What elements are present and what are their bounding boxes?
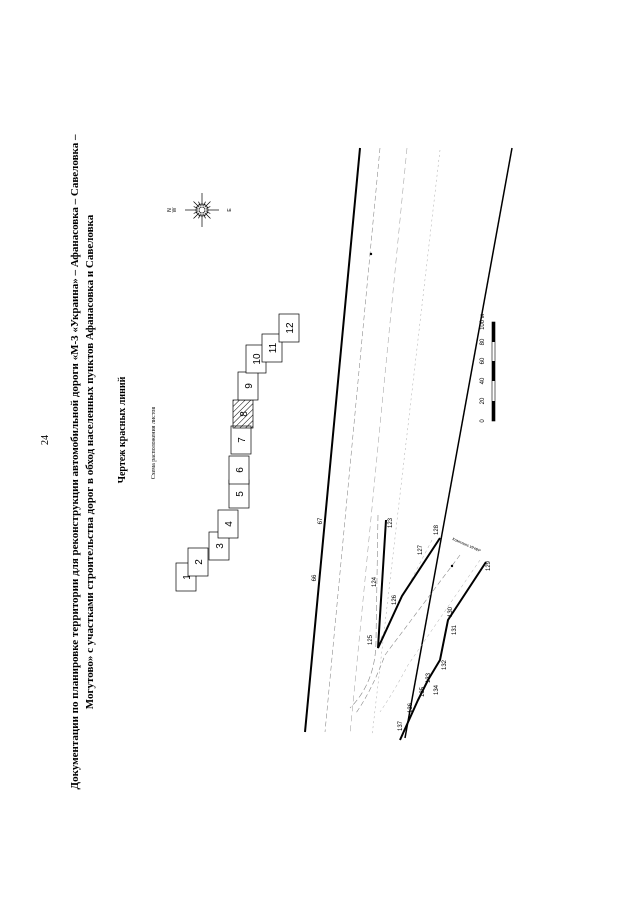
scale-label: 60 (480, 357, 486, 364)
scale-label: 40 (480, 377, 486, 384)
point-label-132: 132 (442, 659, 448, 670)
document-title-line-1: Документации по планировке территории дл… (69, 134, 81, 789)
point-label-136: 136 (408, 702, 414, 713)
lane-line (371, 149, 441, 737)
point-labels: 66 67 123 124 125 126 127 128 129 130 131 132 133134… (312, 517, 492, 731)
document-title-line-2: Могутово» с участками строительства доро… (84, 214, 96, 709)
drawing-title: Чертеж красных линий (117, 376, 128, 483)
point-label-124: 124 (372, 576, 378, 587)
sheet-box-12 (278, 313, 300, 343)
point-label-123: 123 (388, 517, 394, 528)
red-line (377, 519, 441, 649)
point-label-131: 131 (452, 624, 458, 635)
point-label-134: 134 (434, 684, 440, 695)
facility-annotation: Комплекс ИНФР (452, 536, 482, 553)
point-label-133: 133 (426, 672, 432, 683)
point-label-137: 137 (398, 720, 404, 731)
sheet-number-6: 6 (235, 467, 246, 473)
compass-west-label: W (172, 207, 178, 212)
page-number: 24 (40, 435, 51, 445)
point-label-126: 126 (392, 594, 398, 605)
scale-bar-labels: 0 20 40 60 80 100 м (480, 314, 486, 423)
sheet-box-4 (217, 509, 239, 539)
sheet-box-11 (261, 333, 283, 363)
sheet-number-7: 7 (237, 437, 248, 443)
point-label-67: 67 (318, 517, 324, 524)
sheet-number-5: 5 (235, 491, 246, 497)
scale-label: 100 м (480, 314, 486, 330)
branch-road-outline (349, 514, 379, 709)
sheet-box-6 (228, 455, 250, 485)
scale-bar (491, 321, 496, 422)
sheet-number-10: 10 (252, 353, 263, 365)
sheet-number-11: 11 (268, 342, 279, 353)
scale-label: 20 (480, 397, 486, 404)
sheet-box-2 (187, 547, 209, 577)
compass-rose-icon: N W E (167, 193, 233, 227)
sheet-number-9: 9 (244, 383, 255, 389)
sheet-number-12: 12 (285, 322, 296, 334)
road-edge-left (304, 147, 361, 733)
lane-line (324, 147, 381, 733)
sheet-number-2: 2 (194, 559, 205, 565)
compass-east-label: E (227, 208, 233, 212)
point-label-129: 129 (486, 560, 492, 571)
compass-north-label: N (167, 208, 173, 212)
lane-line (349, 147, 408, 735)
point-label-128: 128 (434, 524, 440, 535)
point-label-125: 125 (368, 634, 374, 645)
branch-road-outline (379, 559, 481, 713)
crossing-marker (369, 252, 454, 568)
point-label-130: 130 (448, 606, 454, 617)
sheet-number-4: 4 (224, 521, 235, 527)
branch-road-outline (355, 554, 461, 714)
scale-label: 80 (480, 338, 486, 345)
road-edge-right (404, 147, 513, 739)
sheet-number-3: 3 (215, 543, 226, 549)
scheme-caption: Схема расположения листов (151, 407, 157, 480)
scale-label: 0 (480, 419, 486, 423)
sheet-number-1: 1 (182, 574, 193, 580)
red-line (399, 561, 487, 741)
point-label-66: 66 (312, 574, 318, 581)
point-label-127: 127 (418, 544, 424, 555)
sheet-number-8: 8 (239, 411, 250, 417)
point-label-135: 135 (420, 686, 426, 697)
